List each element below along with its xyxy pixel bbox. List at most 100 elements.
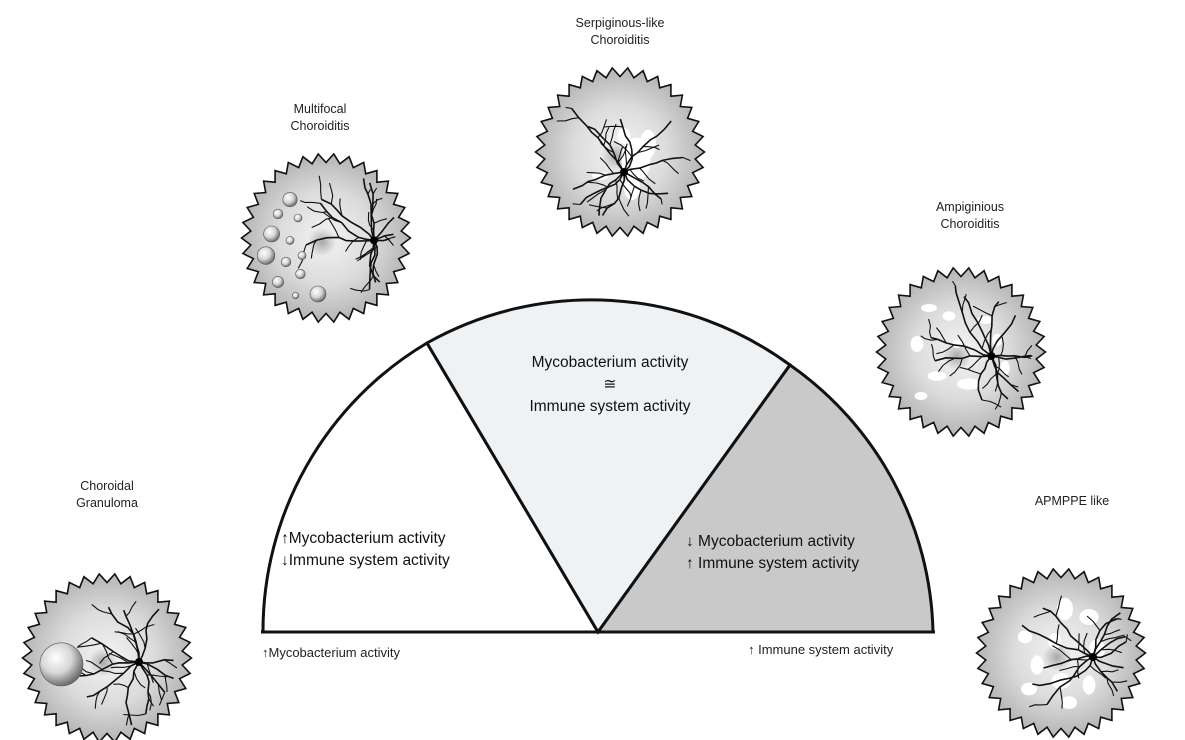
retinal-vessel-branch <box>981 399 1002 408</box>
retinal-vessel <box>138 608 160 663</box>
retinal-vessel-branch <box>637 144 660 154</box>
retinal-vessel-branch <box>928 318 932 338</box>
retinal-vessel-branch <box>972 305 993 317</box>
segment-middle-line2: ≅ <box>603 376 617 393</box>
retinal-vessel-branch <box>994 392 1002 410</box>
retinal-vessel <box>623 156 683 173</box>
retinal-vessel <box>138 661 174 680</box>
label-apmppe-like: APMPPE like <box>1034 494 1110 508</box>
retinal-vessel <box>1092 656 1119 692</box>
retinal-vessel-branch <box>147 691 152 711</box>
retinal-vessel-branch <box>1125 636 1132 642</box>
retinal-vessel-branch <box>936 344 955 355</box>
retinal-vessel-branch <box>125 713 130 726</box>
retinal-vessel-branch <box>299 200 321 204</box>
retinal-vessel-branch <box>360 275 374 293</box>
retinal-vessel-branch <box>556 117 579 122</box>
lesion-patch <box>592 172 608 180</box>
retinal-vessel-branch <box>101 670 124 674</box>
retinal-vessel-branch <box>85 659 103 671</box>
retinal-vessel-branch <box>982 373 997 389</box>
retinal-vessel <box>991 354 1032 360</box>
retinal-vessel-branch <box>359 240 367 261</box>
label-ampiginious-choroiditis: Ampiginious Choroiditis <box>935 200 1005 231</box>
retinal-vessel <box>934 355 992 362</box>
retinal-vessel-branch <box>1106 677 1115 697</box>
retinal-vessel-branch <box>1089 665 1107 679</box>
retinal-vessel <box>990 355 1009 400</box>
retinal-vessel <box>368 240 381 283</box>
retinal-vessel-branch <box>1065 659 1088 663</box>
retinal-vessel-branch <box>310 239 318 259</box>
retinal-vessel-branch <box>638 189 642 212</box>
segment-middle-text: Mycobacterium activity ≅ Immune system a… <box>480 352 740 418</box>
retinal-vessel-branch <box>91 603 112 615</box>
retinal-vessel-branch <box>318 175 322 200</box>
retinal-vessel <box>963 296 993 357</box>
lesion-sphere-icon <box>282 192 298 208</box>
retinal-vessel-branch <box>345 236 359 252</box>
retinal-vessel-branch <box>1100 634 1125 643</box>
retinal-vessel-branch <box>163 659 178 669</box>
lesion-patch <box>942 311 956 321</box>
retinal-vessel-branch <box>1055 624 1060 644</box>
retinal-vessel-branch <box>981 328 993 349</box>
optic-disc-icon <box>370 236 378 245</box>
retinal-vessel-branch <box>967 356 983 370</box>
retinal-vessel-branch <box>100 686 108 705</box>
retinal-vessel-branch <box>306 206 327 214</box>
retinal-vessel <box>623 120 672 173</box>
retinal-vessel-branch <box>613 141 633 158</box>
retinal-vessel-branch <box>615 179 619 200</box>
retinal-vessel-branch <box>109 652 129 664</box>
retinal-vessel-branch <box>588 204 608 209</box>
retinal-vessel-branch <box>1000 336 1004 356</box>
retinal-vessel <box>138 661 150 715</box>
lesion-patch <box>640 129 656 159</box>
retinal-vessel-branch <box>76 642 102 648</box>
retinal-vessel-branch <box>373 218 388 224</box>
retinal-vessel-branch <box>959 366 981 375</box>
retinal-vessel-branch <box>619 179 632 198</box>
retinal-vessel-branch <box>645 186 650 209</box>
retinal-vessel-branch <box>952 280 956 286</box>
lesion-sphere-icon <box>295 268 306 280</box>
lesion-patch <box>624 176 640 200</box>
retinal-vessel-branch <box>158 692 166 706</box>
retinal-vessel <box>572 171 625 191</box>
lesion-sphere-icon <box>263 225 280 243</box>
retinal-vessel-branch <box>114 631 134 635</box>
retinal-vessel <box>373 216 395 241</box>
retinal-vessel-branch <box>949 358 963 377</box>
retinal-vessel <box>368 240 376 290</box>
macula <box>307 227 337 257</box>
lesion-sphere-icon <box>293 213 303 223</box>
label-multifocal-choroiditis: Multifocal Choroiditis <box>290 102 350 133</box>
retinal-vessel <box>579 171 625 206</box>
retinal-vessel-branch <box>372 187 378 195</box>
lesion-patch <box>957 378 981 390</box>
macula <box>1042 642 1072 672</box>
segment-middle-line3: Immune system activity <box>529 398 691 415</box>
retinal-vessel-branch <box>1059 686 1063 709</box>
retinal-vessel-branch <box>660 198 663 205</box>
retinal-vessel <box>321 198 375 241</box>
lesion-patch <box>952 340 962 348</box>
retinal-vessel-branch <box>629 169 645 182</box>
activity-gauge <box>261 298 935 635</box>
segment-middle-line1: Mycobacterium activity <box>531 354 689 371</box>
retinal-vessel <box>1092 656 1124 669</box>
retinal-vessel <box>601 171 626 216</box>
lesion-sphere-icon <box>309 285 327 303</box>
retinal-vessel-branch <box>996 357 1000 375</box>
lesion-patch <box>617 128 631 144</box>
lesion-sphere-icon <box>297 251 307 260</box>
retinal-vessel-branch <box>1083 632 1088 654</box>
retinal-vessel-branch <box>616 145 624 164</box>
segment-middle <box>424 298 793 635</box>
retinal-vessel-branch <box>961 293 967 313</box>
retinal-vessel-branch <box>599 157 615 174</box>
retinal-vessel-branch <box>969 314 983 333</box>
lesion-patch <box>1061 696 1077 709</box>
lesion-patch <box>992 333 1002 347</box>
